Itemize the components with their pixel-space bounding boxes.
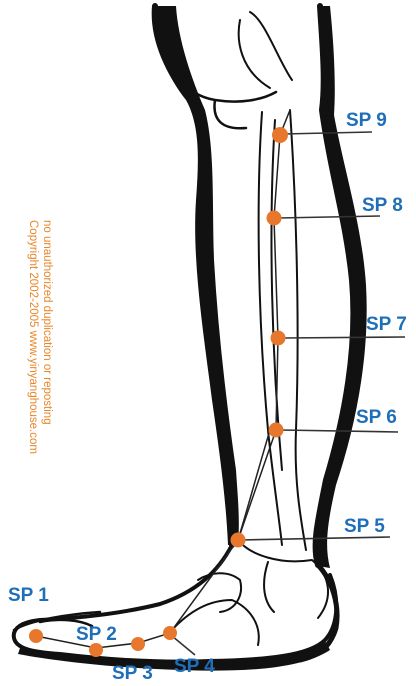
point-sp7 (271, 331, 286, 346)
point-sp8 (267, 211, 282, 226)
tibia-line-2 (290, 110, 306, 550)
label-sp9: SP 9 (346, 110, 387, 131)
label-sp5: SP 5 (344, 516, 385, 537)
patella-outline (239, 12, 292, 88)
knee-outline (170, 40, 276, 128)
point-sp1 (29, 629, 43, 643)
meridian-path-2 (238, 430, 270, 540)
point-sp3 (131, 637, 145, 651)
leg-shadow-fill (155, 6, 239, 545)
copyright-line-2: no unauthorized duplication or reposting (41, 220, 53, 425)
leader-sp7 (283, 337, 405, 338)
label-sp7: SP 7 (366, 314, 407, 335)
foot-bones (170, 540, 328, 645)
copyright-notice: Copyright 2002-2005 www.yinyanghouse.com… (27, 220, 53, 454)
label-sp8: SP 8 (362, 195, 403, 216)
point-sp4 (163, 626, 177, 640)
tibia-line-1 (259, 112, 282, 545)
point-sp6 (269, 423, 284, 438)
leader-sp8 (278, 216, 380, 218)
meridian-path (36, 110, 290, 648)
label-sp4: SP 4 (174, 656, 215, 677)
leader-sp9 (283, 132, 372, 134)
spleen-meridian (36, 110, 290, 648)
leader-sp4 (172, 636, 195, 655)
copyright-line-1: Copyright 2002-2005 www.yinyanghouse.com (27, 220, 39, 454)
label-sp6: SP 6 (356, 407, 397, 428)
foot-contour (14, 545, 337, 662)
point-sp5 (231, 533, 246, 548)
label-sp2: SP 2 (76, 624, 117, 645)
leader-sp6 (280, 430, 398, 432)
acupoints (29, 127, 288, 657)
point-sp2 (89, 643, 103, 657)
point-sp9 (272, 127, 288, 143)
label-sp1: SP 1 (8, 585, 49, 606)
label-sp3: SP 3 (112, 663, 153, 684)
